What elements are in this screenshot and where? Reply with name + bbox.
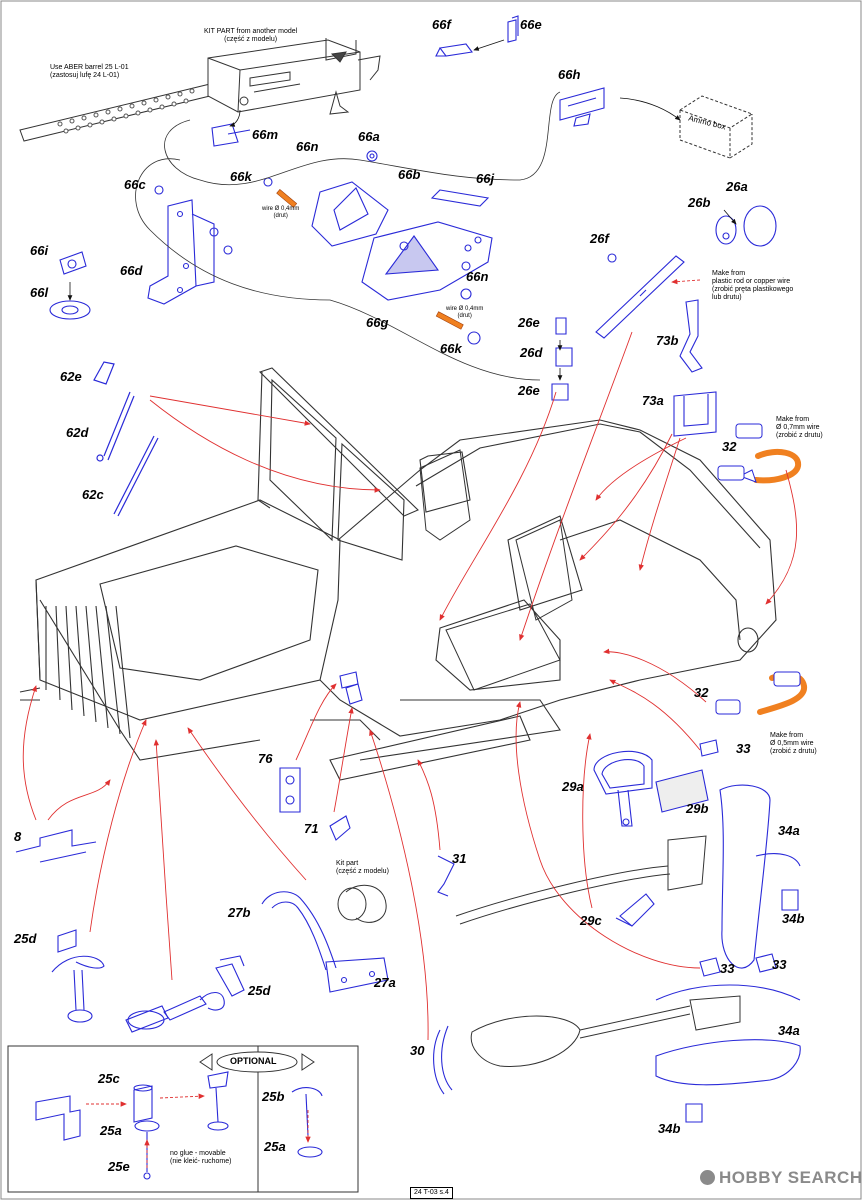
label-34b-top: 34b (782, 911, 805, 926)
label-66n-top: 66n (296, 139, 319, 154)
headlight-kit-part (337, 884, 387, 923)
note-kit-part-top: KIT PART from another model (część z mod… (204, 28, 298, 44)
label-25c: 25c (98, 1071, 120, 1086)
wiper-parts (93, 361, 159, 517)
label-29b: 29b (686, 801, 709, 816)
label-66f: 66f (432, 17, 451, 32)
optional-label: OPTIONAL (230, 1056, 277, 1066)
label-66k-top: 66k (230, 169, 252, 184)
label-27a: 27a (374, 975, 396, 990)
page-number: 24 T-03 s.4 (410, 1187, 453, 1199)
note-make-from-07: Make from Ø 0,7mm wire (zrobić z drutu) (776, 416, 823, 440)
label-66j: 66j (476, 171, 495, 186)
label-26a: 26a (726, 179, 748, 194)
label-30: 30 (410, 1043, 425, 1058)
watermark-text: HOBBY SEARCH (719, 1168, 862, 1187)
label-33-c: 33 (772, 957, 787, 972)
middle-parts (261, 671, 455, 1095)
label-33-a: 33 (736, 741, 751, 756)
label-62d: 62d (66, 425, 89, 440)
label-66m: 66m (252, 127, 279, 142)
seats (419, 449, 573, 691)
label-66c: 66c (124, 177, 146, 192)
label-66n-bottom: 66n (466, 269, 489, 284)
optional-parts (35, 1071, 323, 1180)
label-27b: 27b (228, 905, 251, 920)
ammo-box (678, 95, 754, 159)
lower-left-parts (15, 829, 245, 1033)
axe (455, 835, 707, 925)
label-66i: 66i (30, 243, 49, 258)
note-no-glue: no glue - movable (nie kleić- ruchome) (170, 1150, 232, 1166)
red-leader-lines (22, 278, 797, 1041)
label-34a-bottom: 34a (778, 1023, 800, 1038)
label-25a-right: 25a (264, 1139, 286, 1154)
label-26b: 26b (688, 195, 711, 210)
note-wire-04-bottom: wire Ø 0,4mm (drut) (446, 306, 484, 319)
label-73a: 73a (642, 393, 664, 408)
label-66g: 66g (366, 315, 389, 330)
note-kit-part-bottom: Kit part (część z modelu) (336, 860, 389, 876)
label-33-b: 33 (720, 961, 735, 976)
label-66l: 66l (30, 285, 49, 300)
watermark-logo-icon (700, 1170, 715, 1185)
label-66a: 66a (358, 129, 380, 144)
jeep-body (19, 367, 777, 781)
mirror-parts (593, 750, 709, 927)
label-34b-bottom: 34b (658, 1121, 681, 1136)
label-66h: 66h (558, 67, 581, 82)
label-62c: 62c (82, 487, 104, 502)
note-make-from-rod: Make from plastic rod or copper wire (zr… (712, 270, 794, 302)
label-32-top: 32 (722, 439, 737, 454)
label-32-bottom: 32 (694, 685, 709, 700)
note-make-from-05: Make from Ø 0,5mm wire (zrobić z drutu) (770, 732, 817, 756)
label-31: 31 (452, 851, 467, 866)
optional-box (7, 1045, 359, 1193)
watermark: HOBBY SEARCH (700, 1168, 862, 1188)
shovel (470, 995, 741, 1068)
label-66d: 66d (120, 263, 143, 278)
label-8: 8 (14, 829, 22, 844)
label-26e-bottom: 26e (518, 383, 540, 398)
label-29c: 29c (580, 913, 602, 928)
label-66b: 66b (398, 167, 421, 182)
mount-outline-curve (135, 91, 561, 381)
label-71: 71 (304, 821, 319, 836)
label-25b: 25b (262, 1089, 285, 1104)
note-wire-04-top: wire Ø 0,4mm (drut) (262, 206, 300, 219)
label-26f: 26f (590, 231, 609, 246)
label-25d-left: 25d (14, 931, 37, 946)
label-62e: 62e (60, 369, 82, 384)
machine-gun (19, 38, 381, 142)
label-34a-top: 34a (778, 823, 800, 838)
label-29a: 29a (562, 779, 584, 794)
gun-mount-parts (49, 15, 605, 345)
label-25e: 25e (108, 1159, 130, 1174)
steering-parts (551, 205, 777, 437)
label-76: 76 (258, 751, 273, 766)
label-26e-top: 26e (518, 315, 540, 330)
label-25d-right: 25d (248, 983, 271, 998)
label-73b: 73b (656, 333, 679, 348)
label-26d: 26d (520, 345, 543, 360)
label-66e: 66e (520, 17, 542, 32)
tool-straps (655, 739, 801, 1123)
label-25a-left: 25a (100, 1123, 122, 1138)
black-leader-lines (67, 39, 737, 381)
note-aber-barrel: Use ABER barrel 25 L-01 (zastosuj lufę 2… (50, 64, 129, 80)
label-66k-bottom: 66k (440, 341, 462, 356)
